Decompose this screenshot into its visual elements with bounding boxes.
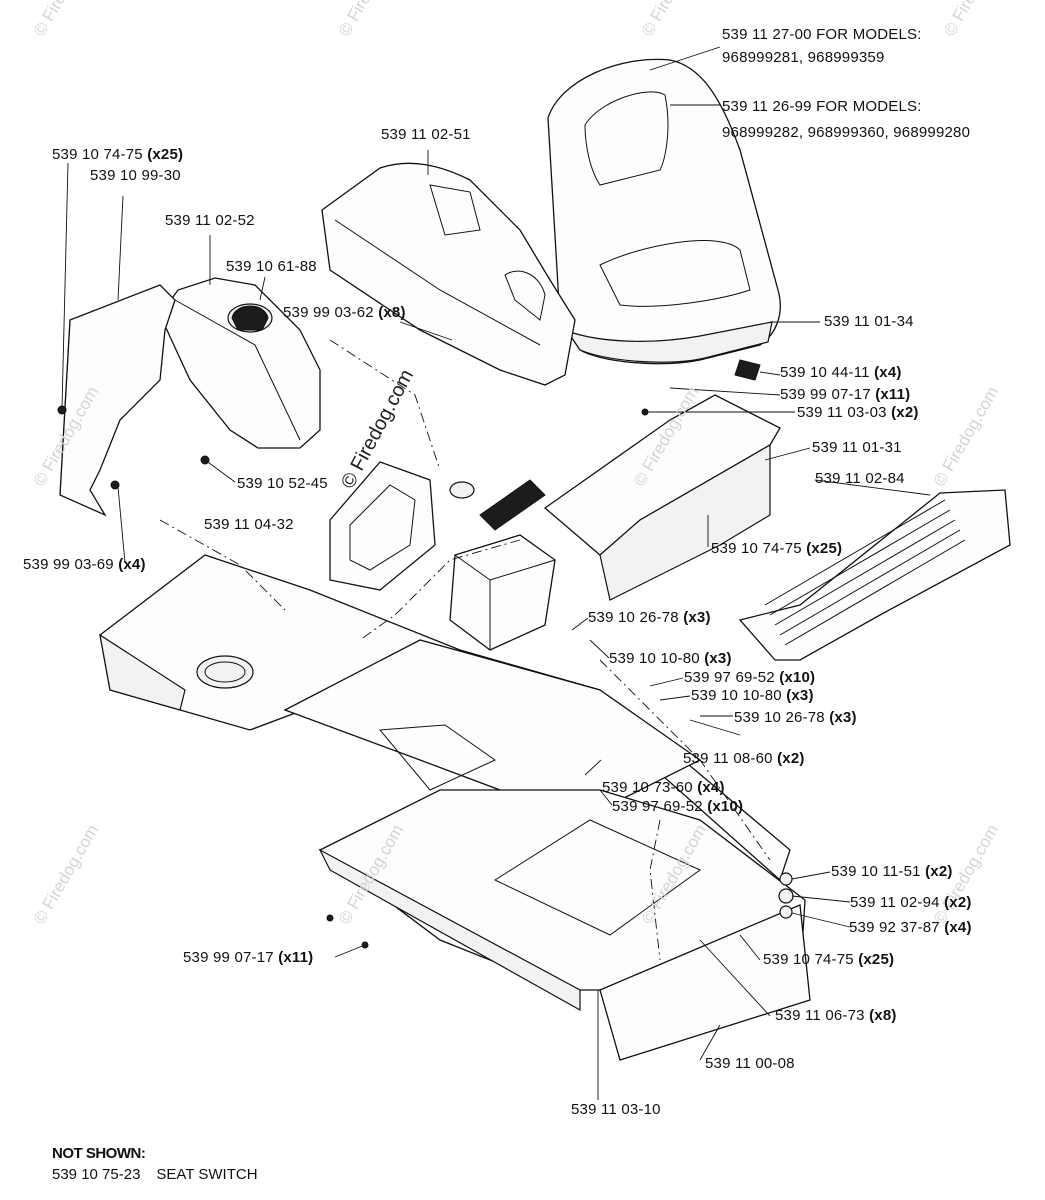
label-seat-26-99: 539 11 26-99 FOR MODELS: — [722, 98, 922, 115]
label-26-78-b: 539 10 26-78 (x3) — [734, 709, 857, 727]
part-number: 539 10 74-75 — [763, 951, 854, 968]
label-07-17-top: 539 99 07-17 (x11) — [780, 386, 910, 404]
part-number: 539 92 37-87 — [849, 919, 940, 936]
label-02-84: 539 11 02-84 — [815, 470, 905, 487]
label-07-17-bottom: 539 99 07-17 (x11) — [183, 949, 313, 967]
label-69-52-b: 539 97 69-52 (x10) — [612, 798, 743, 816]
label-61-88: 539 10 61-88 — [226, 258, 317, 275]
quantity: (x3) — [786, 687, 814, 704]
quantity: (x10) — [779, 669, 816, 686]
label-11-51: 539 10 11-51 (x2) — [831, 863, 953, 881]
front-cover — [599, 904, 811, 1061]
label-03-62: 539 99 03-62 (x8) — [283, 304, 406, 322]
label-37-87: 539 92 37-87 (x4) — [849, 919, 972, 937]
part-number: 539 11 08-60 — [683, 750, 773, 767]
part-number: 539 10 10-80 — [691, 687, 782, 704]
label-52-45: 539 10 52-45 — [237, 475, 328, 492]
label-74-75-bottom: 539 10 74-75 (x25) — [763, 951, 894, 969]
label-seat-27-00: 539 11 27-00 FOR MODELS: — [722, 26, 922, 43]
label-02-51: 539 11 02-51 — [381, 126, 471, 143]
part-number: 539 99 03-69 — [23, 556, 114, 573]
part-number: 539 99 03-62 — [283, 304, 374, 321]
label-10-80-a: 539 10 10-80 (x3) — [609, 650, 732, 668]
label-01-31: 539 11 01-31 — [812, 439, 902, 456]
battery — [449, 534, 556, 651]
label-10-80-b: 539 10 10-80 (x3) — [691, 687, 814, 705]
quantity: (x11) — [278, 949, 314, 966]
label-seat-26-99-models: 968999282, 968999360, 968999280 — [722, 124, 971, 141]
quantity: (x2) — [944, 894, 972, 911]
part-number: 539 99 07-17 — [780, 386, 871, 403]
quantity: (x11) — [875, 386, 911, 403]
part-number: 539 11 06-73 — [775, 1007, 865, 1024]
part-number: 539 11 03-03 — [797, 404, 887, 421]
foot-pedal — [738, 489, 1011, 661]
label-69-52-a: 539 97 69-52 (x10) — [684, 669, 815, 687]
part-number: 539 97 69-52 — [612, 798, 703, 815]
quantity: (x10) — [707, 798, 744, 815]
quantity: (x2) — [891, 404, 919, 421]
label-02-94: 539 11 02-94 (x2) — [850, 894, 972, 912]
quantity: (x25) — [147, 146, 184, 163]
seat-mount-plate — [543, 394, 781, 601]
label-74-75-left: 539 10 74-75 (x25) — [52, 146, 183, 164]
label-00-08: 539 11 00-08 — [705, 1055, 795, 1072]
label-01-34: 539 11 01-34 — [824, 313, 914, 330]
quantity: (x2) — [777, 750, 805, 767]
label-04-32: 539 11 04-32 — [204, 516, 294, 533]
quantity: (x4) — [874, 364, 902, 381]
part-number: 539 10 26-78 — [588, 609, 679, 626]
part-number: 539 10 74-75 — [711, 540, 802, 557]
quantity: (x3) — [829, 709, 857, 726]
seat — [547, 58, 781, 381]
quantity: (x25) — [806, 540, 843, 557]
label-08-60: 539 11 08-60 (x2) — [683, 750, 805, 768]
fuel-tank — [159, 277, 321, 449]
label-06-73: 539 11 06-73 (x8) — [775, 1007, 897, 1025]
label-02-52: 539 11 02-52 — [165, 212, 255, 229]
not-shown-description: SEAT SWITCH — [156, 1166, 258, 1183]
switch-bracket — [329, 461, 546, 591]
not-shown-part: 539 10 75-23 — [52, 1166, 141, 1183]
hardware — [57, 405, 794, 949]
label-99-30: 539 10 99-30 — [90, 167, 181, 184]
label-seat-27-00-models: 968999281, 968999359 — [722, 49, 885, 66]
label-03-10: 539 11 03-10 — [571, 1101, 661, 1118]
label-03-03: 539 11 03-03 (x2) — [797, 404, 919, 422]
not-shown-row: 539 10 75-23 SEAT SWITCH — [52, 1166, 258, 1183]
quantity: (x2) — [925, 863, 953, 880]
label-74-75-mid: 539 10 74-75 (x25) — [711, 540, 842, 558]
part-number: 539 97 69-52 — [684, 669, 775, 686]
quantity: (x8) — [378, 304, 406, 321]
part-number: 539 11 02-94 — [850, 894, 940, 911]
quantity: (x4) — [118, 556, 146, 573]
quantity: (x4) — [697, 779, 725, 796]
label-26-78-a: 539 10 26-78 (x3) — [588, 609, 711, 627]
part-number: 539 10 10-80 — [609, 650, 700, 667]
quantity: (x4) — [944, 919, 972, 936]
quantity: (x25) — [858, 951, 895, 968]
quantity: (x8) — [869, 1007, 897, 1024]
part-number: 539 10 26-78 — [734, 709, 825, 726]
label-73-60: 539 10 73-60 (x4) — [602, 779, 725, 797]
leader-lines — [61, 46, 931, 1100]
part-number: 539 10 11-51 — [831, 863, 921, 880]
part-number: 539 10 74-75 — [52, 146, 143, 163]
part-number: 539 10 44-11 — [780, 364, 870, 381]
not-shown-title: NOT SHOWN: — [52, 1145, 146, 1162]
label-44-11: 539 10 44-11 (x4) — [780, 364, 902, 382]
quantity: (x3) — [683, 609, 711, 626]
part-number: 539 99 07-17 — [183, 949, 274, 966]
label-03-69: 539 99 03-69 (x4) — [23, 556, 146, 574]
rear-console — [321, 162, 576, 386]
quantity: (x3) — [704, 650, 732, 667]
part-number: 539 10 73-60 — [602, 779, 693, 796]
